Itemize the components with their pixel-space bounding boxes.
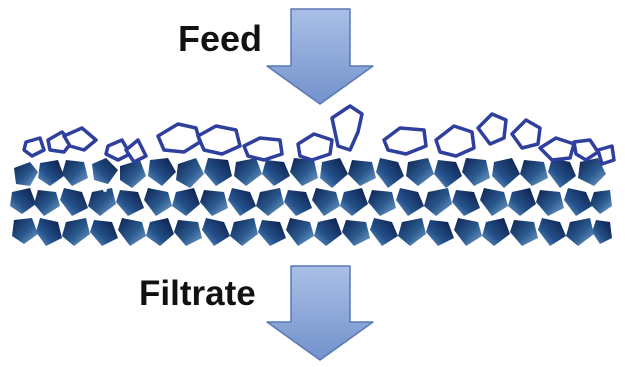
retained-particles [24, 106, 614, 164]
filter-bed [10, 158, 612, 246]
feed-arrow-icon [267, 9, 373, 104]
filtrate-arrow-icon [267, 266, 373, 360]
